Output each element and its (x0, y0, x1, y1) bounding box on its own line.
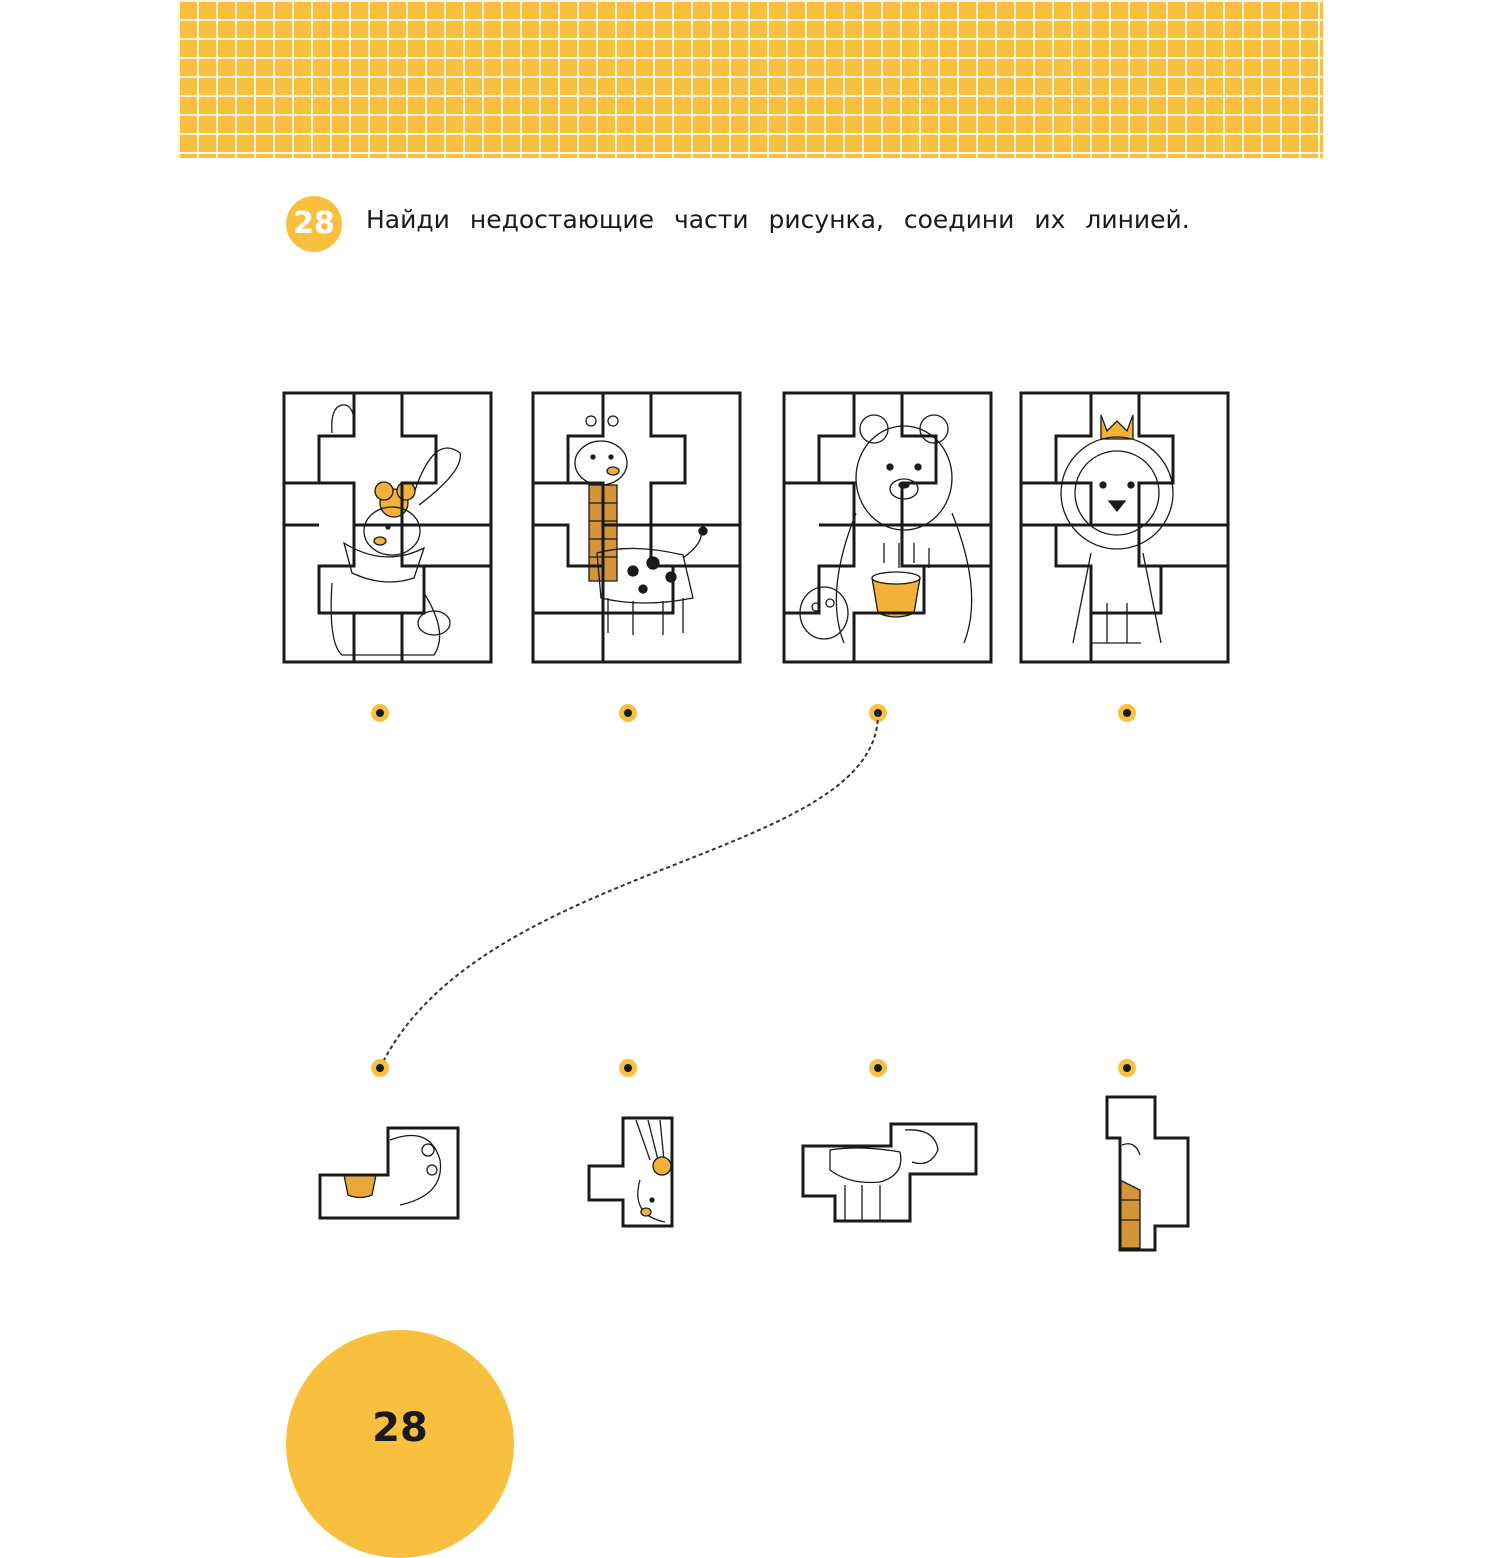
lion-icon (1060, 414, 1174, 644)
giraffe-scarf-piece-icon (1119, 1143, 1141, 1249)
bear-paw-piece-icon (343, 1134, 442, 1206)
bottom-dots (371, 1059, 1136, 1077)
page-number: 28 (372, 1405, 428, 1451)
puzzle-giraffe (531, 391, 742, 664)
piece-2[interactable] (587, 1116, 674, 1228)
header-grid-band (178, 0, 1323, 158)
piece-4[interactable] (1105, 1095, 1190, 1252)
example-dashed-connection (379, 712, 880, 1069)
piece-1[interactable] (318, 1126, 460, 1220)
puzzle-lion (1019, 391, 1230, 664)
lion-body-piece-icon (829, 1129, 939, 1220)
puzzle-bunny (282, 391, 493, 664)
bunny-face-piece-icon (635, 1119, 672, 1223)
bear-icon (799, 414, 973, 644)
worksheet-art (282, 391, 1230, 1252)
piece-3[interactable] (801, 1122, 978, 1223)
task-number-badge: 28 (286, 196, 342, 252)
puzzle-bear (782, 391, 993, 664)
bunny-icon (330, 404, 461, 656)
task-instruction: Найди недостающие части рисунка, соедини… (366, 205, 1190, 234)
top-dots (371, 704, 1136, 722)
